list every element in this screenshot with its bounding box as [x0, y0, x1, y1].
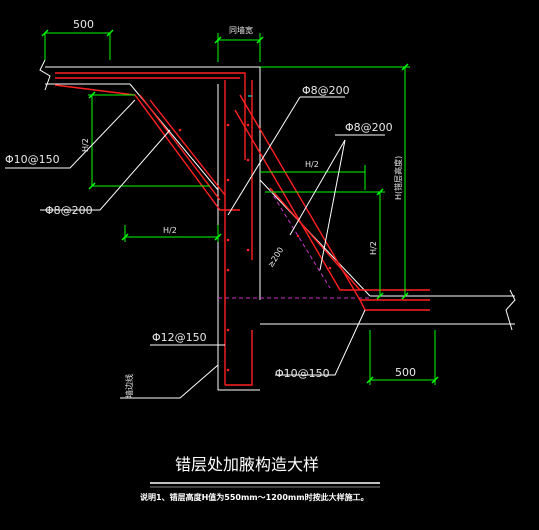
- rebar-label-12-150: Φ12@150: [152, 331, 207, 344]
- dashed-haunch-line: [269, 189, 331, 289]
- leader-lines: [5, 96, 385, 399]
- drawing-note: 说明1、错层高度H值为550mm～1200mm时按此大样施工。: [140, 492, 369, 502]
- top-dim-500: 500: [73, 18, 94, 31]
- wall-thickness-label: 同墙宽: [229, 25, 253, 35]
- rebar-label-8-200-right: Φ8@200: [345, 121, 393, 134]
- dimension-lines: [44, 32, 436, 385]
- rebar-dots: [178, 123, 332, 372]
- rebar-group: [54, 72, 430, 386]
- h2-right-vertical-label: H/2: [369, 241, 378, 255]
- h-height-label: H(错层高度): [393, 156, 403, 200]
- concrete-outline: [39, 59, 516, 391]
- rebar-label-10-150: Φ10@150: [5, 153, 60, 166]
- h2-bottom-horizontal-label: H/2: [163, 226, 177, 235]
- rebar-label-8-200-top: Φ8@200: [302, 84, 350, 97]
- rebar-label-10-150-bottom: Φ10@150: [275, 367, 330, 380]
- dim-200-label: ≥200: [266, 246, 285, 269]
- drawing-title: 错层处加腋构造大样: [175, 455, 319, 474]
- rebar-label-8-200-left: Φ8@200: [45, 204, 93, 217]
- h2-left-label: H/2: [81, 138, 90, 152]
- wall-side-label: 墙边线: [124, 374, 134, 398]
- dimension-ticks: [41, 29, 439, 384]
- h2-right-top-label: H/2: [305, 160, 319, 169]
- bottom-dim-500: 500: [395, 366, 416, 379]
